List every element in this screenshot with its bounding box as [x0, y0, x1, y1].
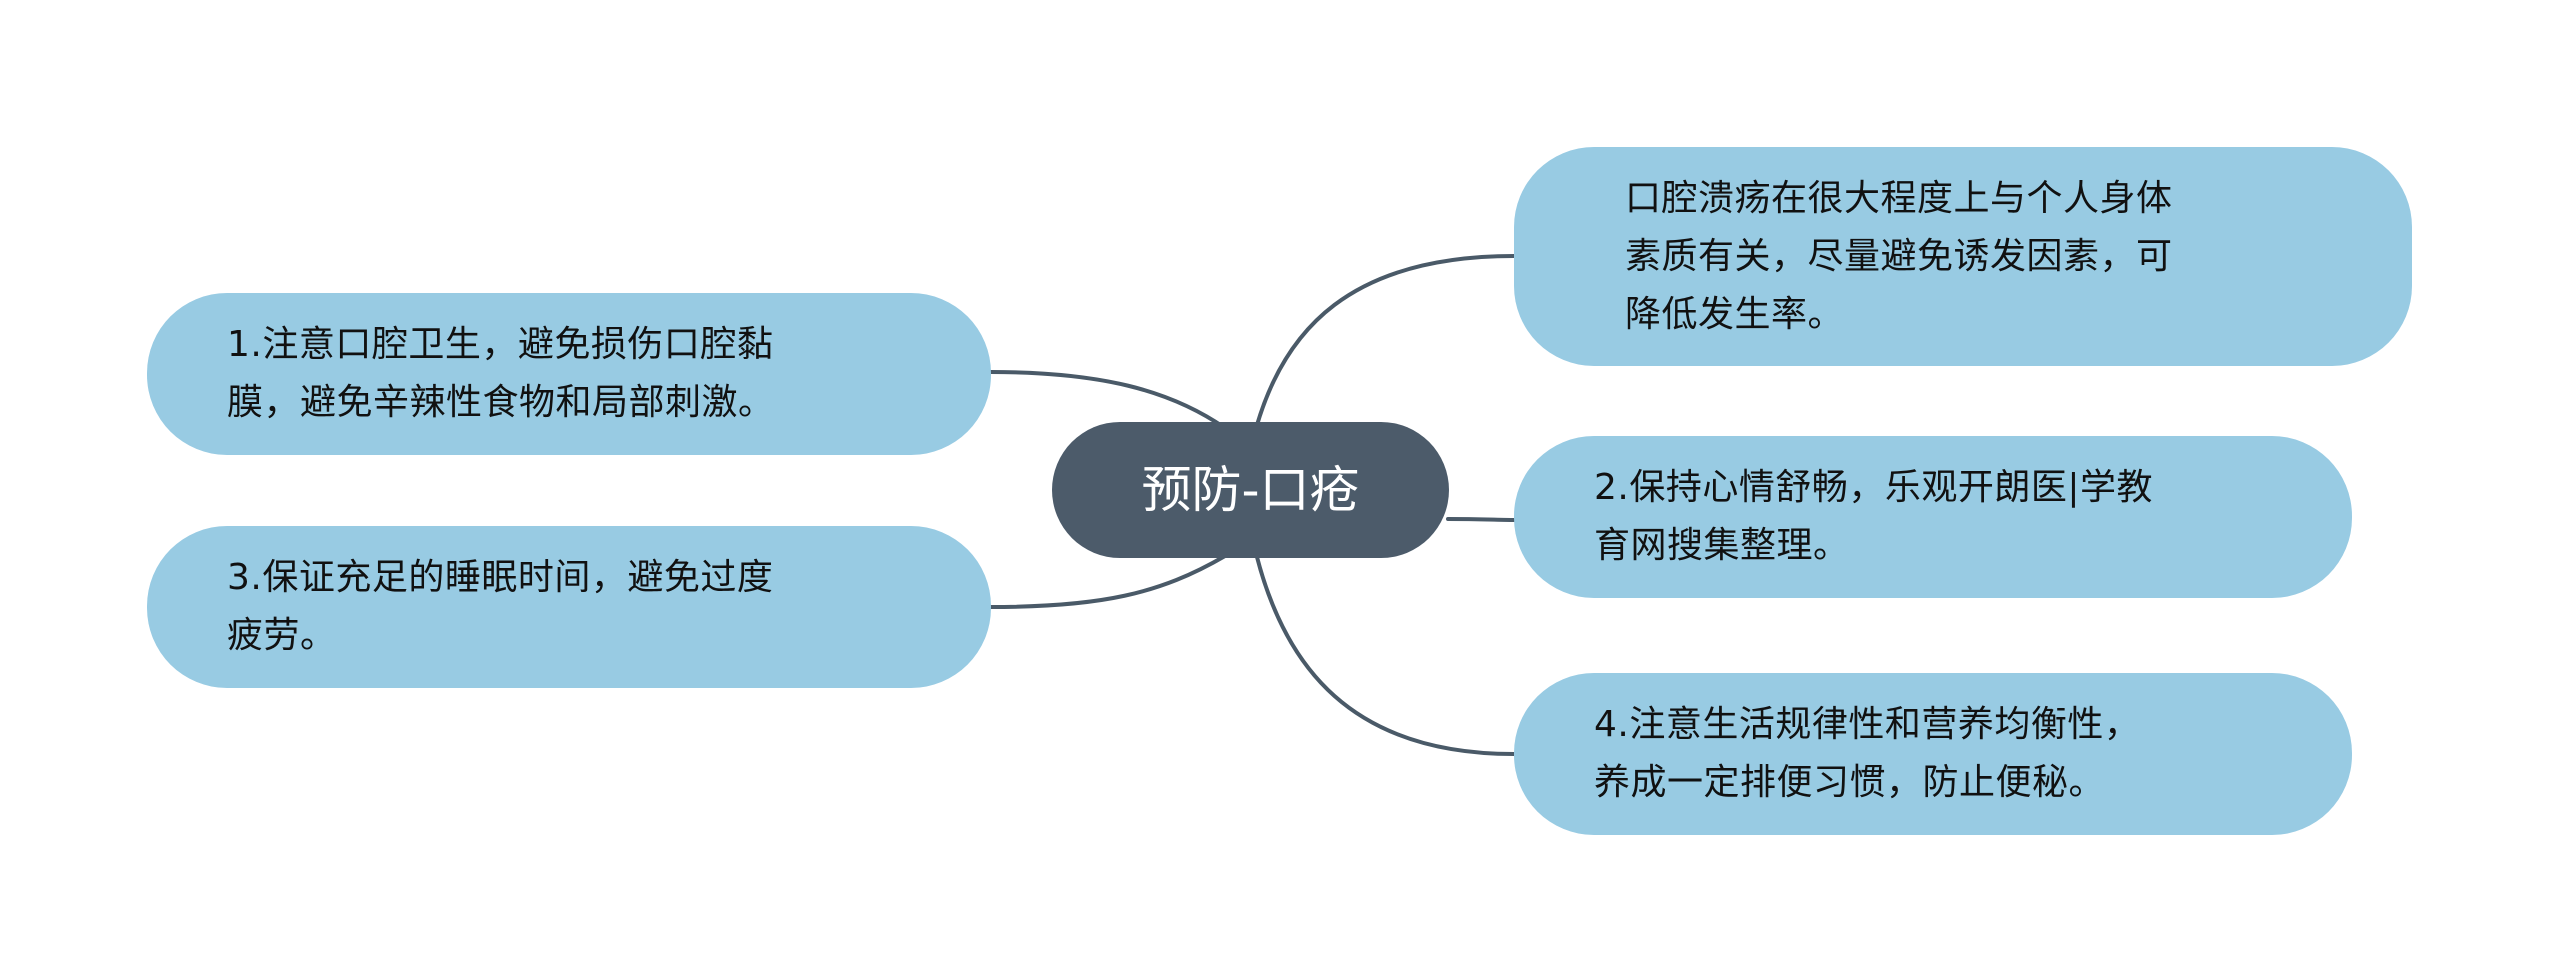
topic-top-right-text: 口腔溃疡在很大程度上与个人身体 素质有关，尽量避免诱发因素，可 降低发生率。: [1625, 170, 2173, 344]
topic-line: 育网搜集整理。: [1594, 525, 1850, 566]
topic-line: 口腔溃疡在很大程度上与个人身体: [1625, 177, 2173, 219]
connector-mid-right: [1446, 517, 1516, 522]
topic-bottom-right-text: 4.注意生活规律性和营养均衡性， 养成一定排便习惯，防止便秘。: [1594, 696, 2140, 812]
topic-left-3-text: 3.保证充足的睡眠时间，避免过度 疲劳。: [227, 549, 773, 665]
topic-top-right[interactable]: 口腔溃疡在很大程度上与个人身体 素质有关，尽量避免诱发因素，可 降低发生率。: [1514, 147, 2412, 366]
topic-line: 1.注意口腔卫生，避免损伤口腔黏: [227, 324, 774, 365]
topic-left-1-text: 1.注意口腔卫生，避免损伤口腔黏 膜，避免辛辣性食物和局部刺激。: [227, 316, 775, 432]
topic-line: 养成一定排便习惯，防止便秘。: [1594, 762, 2106, 803]
topic-left-3[interactable]: 3.保证充足的睡眠时间，避免过度 疲劳。: [147, 526, 991, 688]
topic-line: 4.注意生活规律性和营养均衡性，: [1594, 704, 2141, 745]
topic-line: 膜，避免辛辣性食物和局部刺激。: [227, 382, 775, 423]
topic-left-1[interactable]: 1.注意口腔卫生，避免损伤口腔黏 膜，避免辛辣性食物和局部刺激。: [147, 293, 991, 455]
topic-line: 2.保持心情舒畅，乐观开朗医|学教: [1594, 467, 2153, 508]
topic-mid-right[interactable]: 2.保持心情舒畅，乐观开朗医|学教 育网搜集整理。: [1514, 436, 2352, 598]
connector-left-1: [989, 370, 1227, 430]
connector-bot-right: [1255, 555, 1516, 756]
topic-line: 3.保证充足的睡眠时间，避免过度: [227, 557, 774, 598]
topic-line: 疲劳。: [227, 615, 337, 656]
connector-left-3: [989, 554, 1227, 609]
topic-line: 降低发生率。: [1625, 293, 1845, 335]
central-topic-label: 预防-口疮: [1141, 461, 1360, 519]
central-topic[interactable]: 预防-口疮: [1052, 422, 1449, 558]
topic-mid-right-text: 2.保持心情舒畅，乐观开朗医|学教 育网搜集整理。: [1594, 459, 2153, 575]
connector-top-right: [1255, 254, 1516, 427]
topic-bottom-right[interactable]: 4.注意生活规律性和营养均衡性， 养成一定排便习惯，防止便秘。: [1514, 673, 2352, 835]
topic-line: 素质有关，尽量避免诱发因素，可: [1625, 235, 2173, 277]
